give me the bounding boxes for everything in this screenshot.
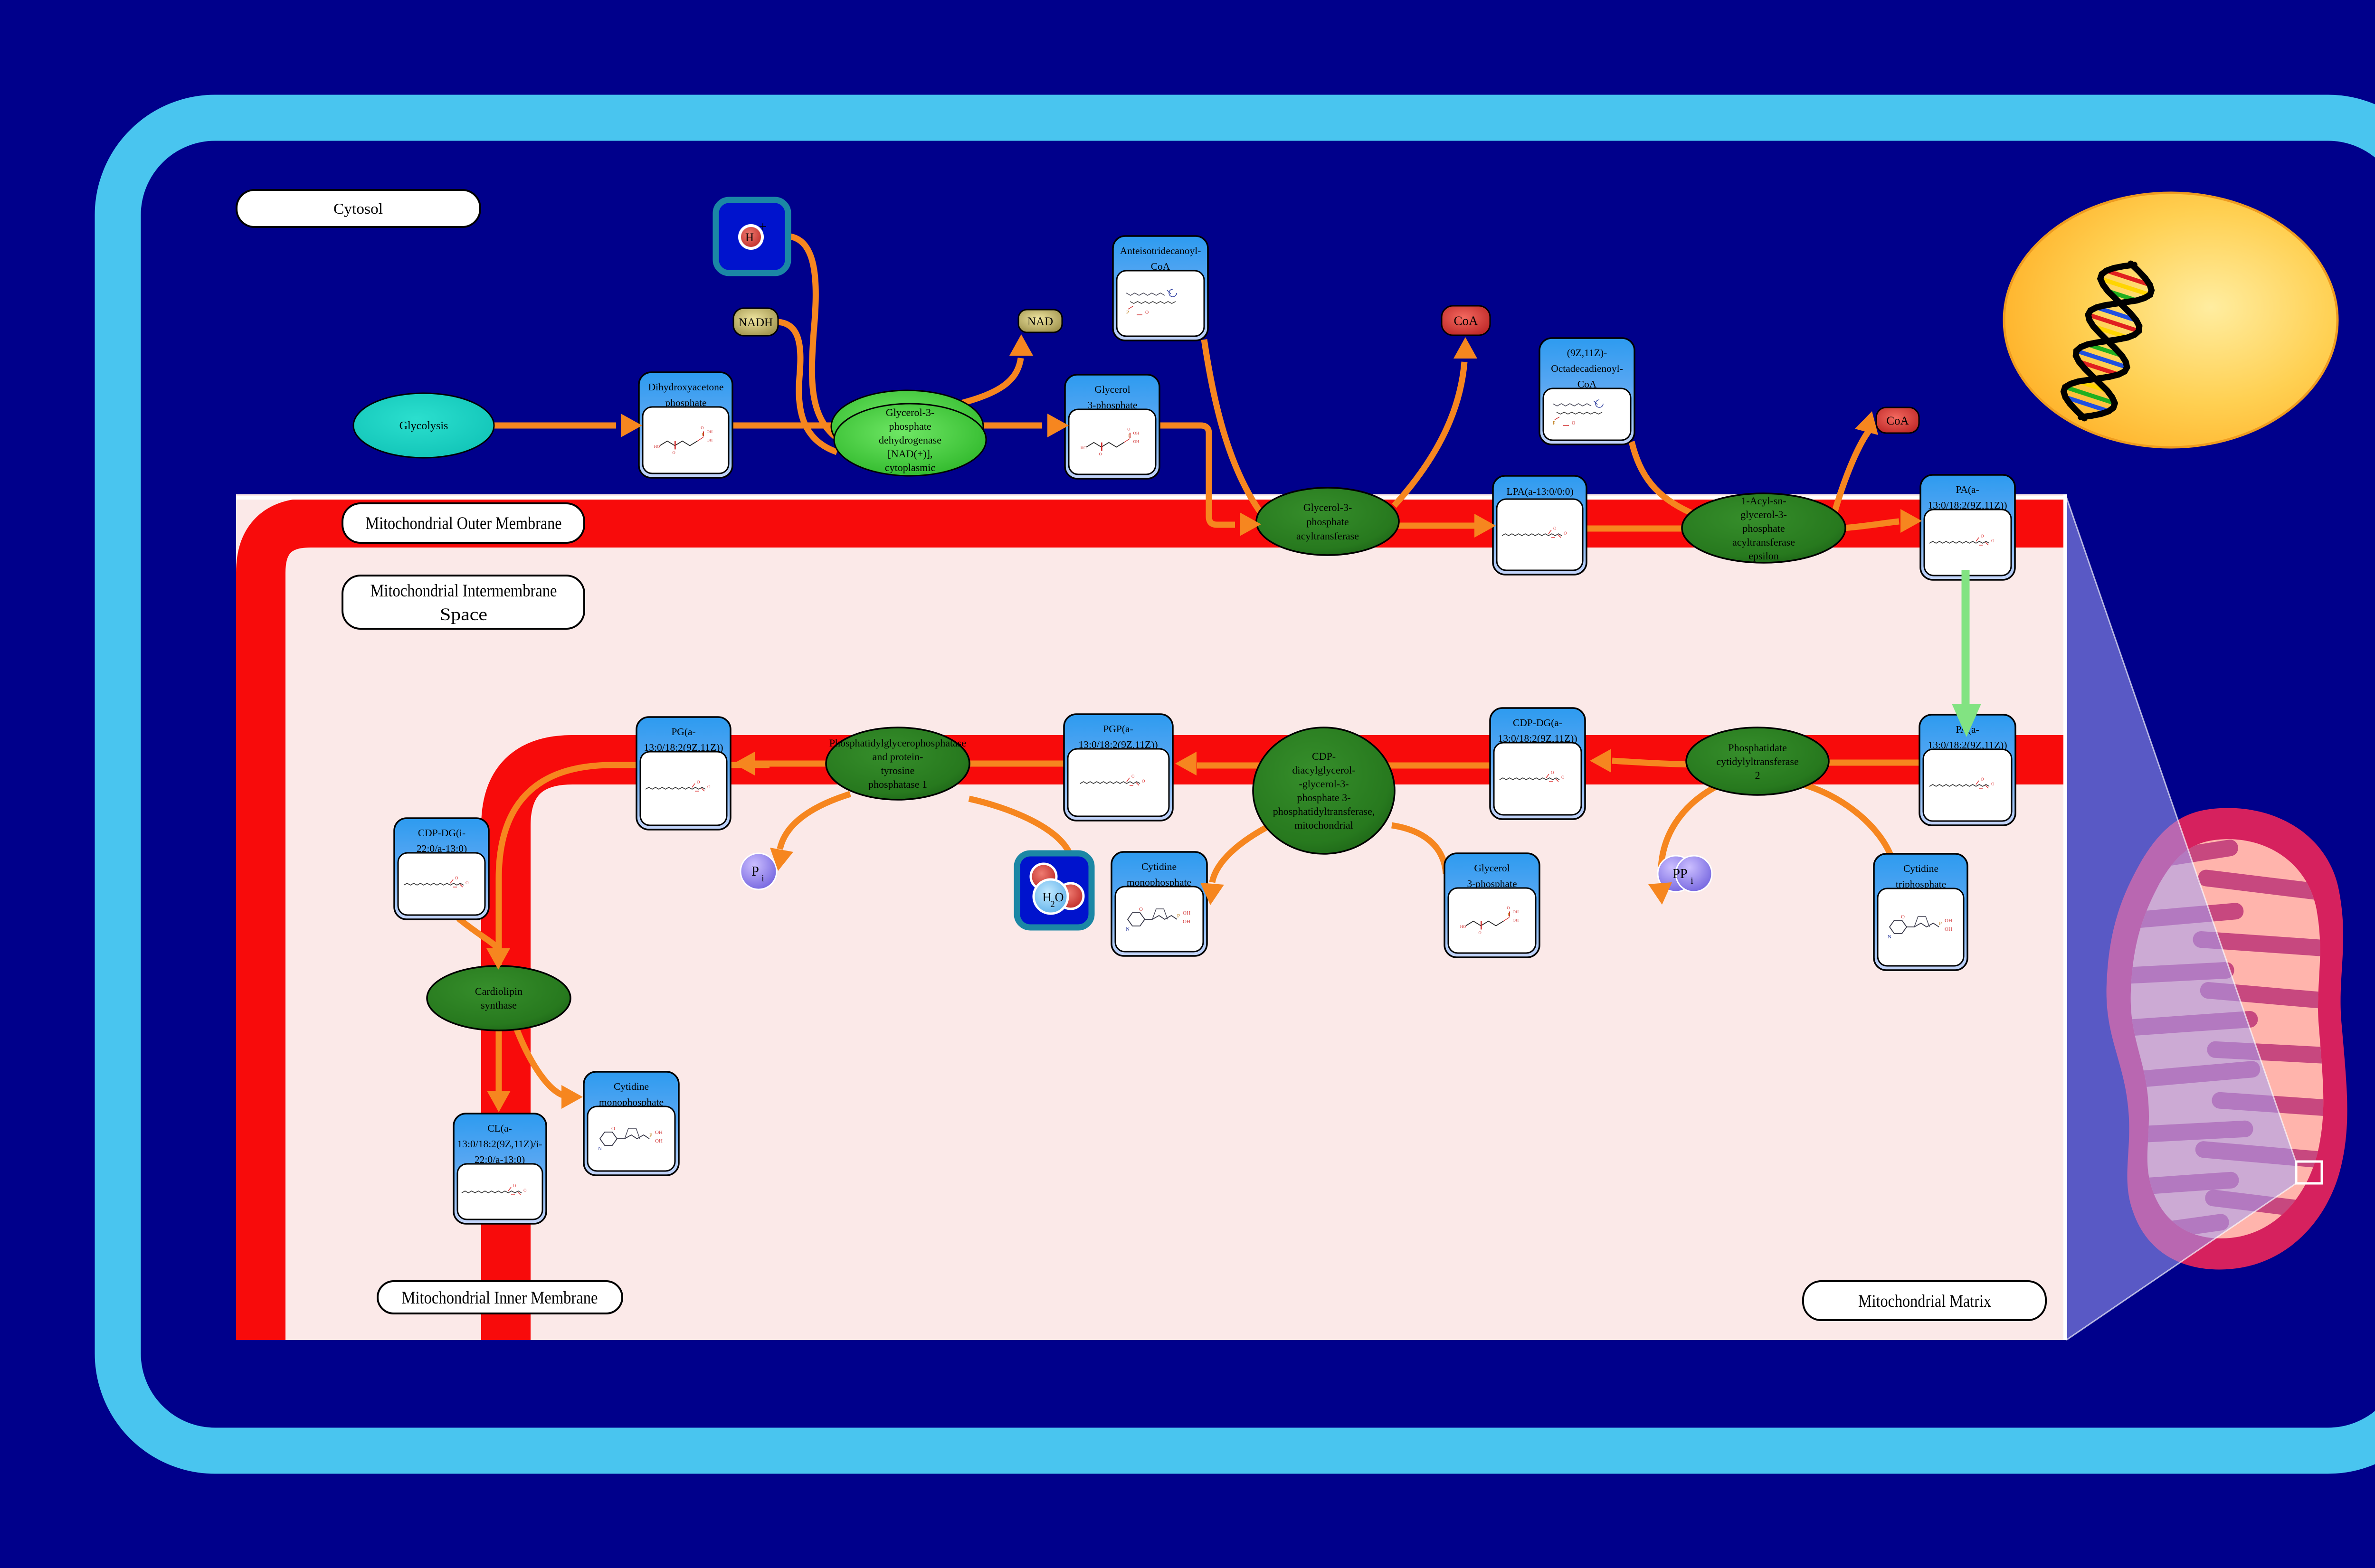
svg-text:LPA(a-13:0/0:0): LPA(a-13:0/0:0) [1506, 486, 1573, 497]
svg-text:[NAD(+)],: [NAD(+)], [888, 448, 933, 460]
svg-text:Cardiolipin: Cardiolipin [475, 985, 522, 997]
svg-text:PG(a-: PG(a- [671, 726, 695, 737]
svg-text:CDP-DG(a-: CDP-DG(a- [1513, 717, 1562, 728]
svg-text:Mitochondrial Matrix: Mitochondrial Matrix [1858, 1292, 1991, 1311]
svg-text:phosphate: phosphate [889, 420, 931, 432]
svg-text:CoA: CoA [1886, 415, 1909, 427]
svg-text:Space: Space [440, 605, 487, 624]
svg-text:glycerol-3-: glycerol-3- [1740, 509, 1787, 520]
svg-text:Glycerol-3-: Glycerol-3- [886, 406, 935, 418]
svg-text:Glycolysis: Glycolysis [399, 420, 448, 432]
svg-text:phosphatidyltransferase,: phosphatidyltransferase, [1273, 805, 1375, 817]
svg-text:2: 2 [1755, 769, 1760, 781]
svg-text:Mitochondrial Inner Membrane: Mitochondrial Inner Membrane [402, 1288, 598, 1308]
svg-text:Phosphatidate: Phosphatidate [1728, 742, 1786, 754]
svg-text:i: i [1691, 876, 1693, 886]
svg-text:epsilon: epsilon [1748, 550, 1779, 562]
svg-text:diacylglycerol-: diacylglycerol- [1292, 764, 1355, 776]
svg-text:PA(a-: PA(a- [1956, 484, 1979, 495]
svg-text:synthase: synthase [481, 999, 517, 1011]
svg-text:Glycerol: Glycerol [1094, 384, 1130, 395]
svg-text:phosphatase 1: phosphatase 1 [868, 778, 927, 790]
svg-text:NADH: NADH [739, 316, 773, 329]
svg-text:P: P [751, 864, 759, 879]
svg-text:13:0/18:2(9Z,11Z)/i-: 13:0/18:2(9Z,11Z)/i- [457, 1138, 542, 1150]
svg-text:H: H [1043, 890, 1052, 904]
svg-text:Phosphatidylglycerophosphatase: Phosphatidylglycerophosphatase [829, 737, 966, 749]
svg-text:O: O [1055, 890, 1064, 904]
svg-text:PP: PP [1672, 867, 1687, 881]
svg-text:tyrosine: tyrosine [881, 765, 915, 776]
svg-text:-glycerol-3-: -glycerol-3- [1299, 778, 1349, 790]
svg-text:dehydrogenase: dehydrogenase [879, 434, 941, 446]
svg-text:Cytidine: Cytidine [1141, 861, 1177, 872]
svg-text:i: i [761, 873, 764, 884]
svg-text:(9Z,11Z)-: (9Z,11Z)- [1567, 347, 1607, 359]
svg-text:CDP-DG(i-: CDP-DG(i- [418, 827, 466, 839]
svg-text:1-Acyl-sn-: 1-Acyl-sn- [1741, 495, 1786, 507]
svg-text:CL(a-: CL(a- [487, 1123, 512, 1134]
svg-text:+: + [759, 219, 767, 235]
svg-text:2: 2 [1050, 899, 1055, 909]
svg-text:PGP(a-: PGP(a- [1103, 723, 1133, 735]
svg-text:cytoplasmic: cytoplasmic [885, 462, 936, 473]
svg-text:Mitochondrial Outer Membrane: Mitochondrial Outer Membrane [366, 514, 562, 533]
svg-text:phosphate: phosphate [1306, 516, 1349, 528]
svg-text:Cytosol: Cytosol [333, 200, 383, 217]
svg-text:H: H [745, 231, 754, 244]
svg-text:NAD: NAD [1027, 315, 1053, 328]
svg-text:cytidylyltransferase: cytidylyltransferase [1716, 756, 1799, 767]
svg-text:Glycerol-3-: Glycerol-3- [1303, 501, 1352, 513]
svg-text:Glycerol: Glycerol [1474, 862, 1510, 874]
svg-text:mitochondrial: mitochondrial [1294, 819, 1353, 831]
svg-text:and protein-: and protein- [873, 751, 923, 763]
svg-text:phosphate 3-: phosphate 3- [1297, 792, 1350, 803]
svg-text:Mitochondrial Intermembrane: Mitochondrial Intermembrane [370, 581, 557, 601]
svg-text:CDP-: CDP- [1312, 750, 1336, 762]
svg-text:Cytidine: Cytidine [1903, 863, 1938, 874]
svg-text:CoA: CoA [1454, 313, 1478, 328]
svg-text:acyltransferase: acyltransferase [1732, 536, 1795, 548]
svg-text:Cytidine: Cytidine [614, 1081, 649, 1092]
svg-text:phosphate: phosphate [1742, 522, 1785, 534]
svg-text:Anteisotridecanoyl-: Anteisotridecanoyl- [1120, 245, 1201, 256]
svg-text:Dihydroxyacetone: Dihydroxyacetone [648, 381, 724, 393]
svg-text:Octadecadienoyl-: Octadecadienoyl- [1551, 363, 1623, 374]
svg-text:acyltransferase: acyltransferase [1296, 530, 1359, 542]
